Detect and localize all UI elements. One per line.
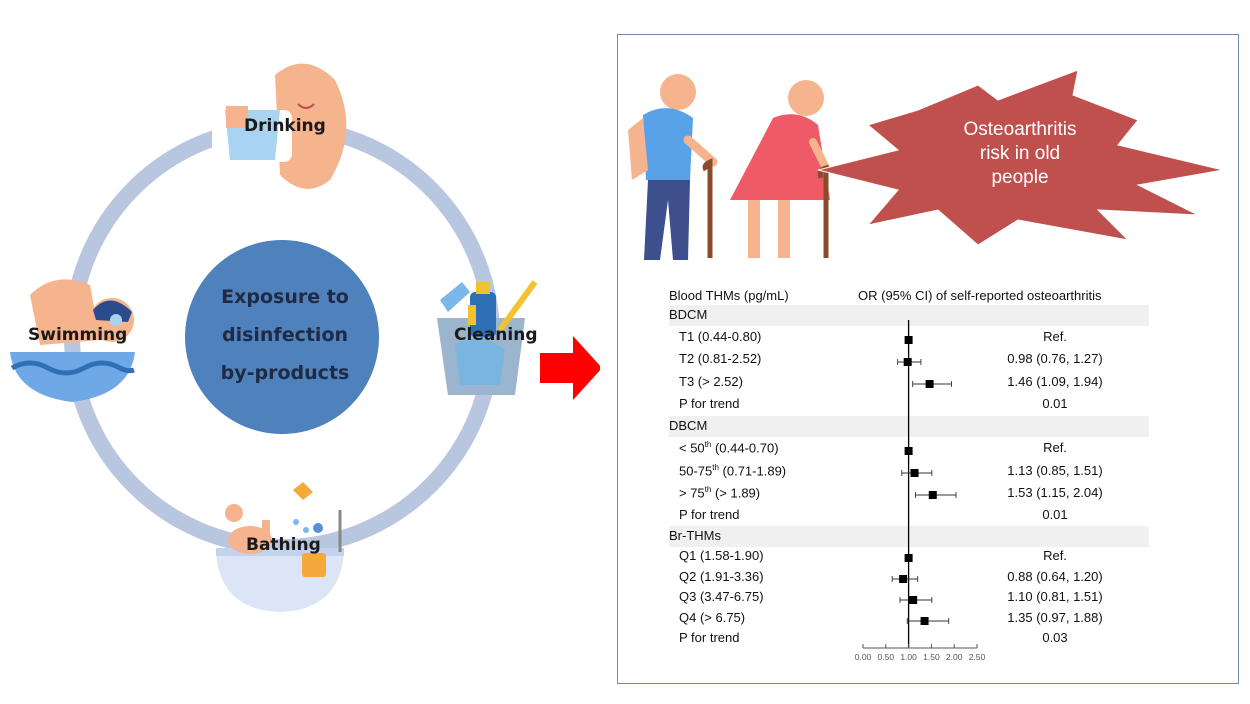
center-line-1: Exposure to [221,286,349,308]
x-tick-label: 1.50 [923,652,940,662]
group-name-dbcm: DBCM [669,418,708,433]
node-label-bathing: Bathing [246,535,321,555]
or-point [909,596,918,604]
center-line-2: disinfection [221,324,349,346]
row-label: > 75th (> 1.89) [679,485,761,501]
row-estimate: 0.88 (0.64, 1.20) [1007,569,1103,584]
or-point [903,358,912,366]
node-label-drinking: Drinking [244,116,326,136]
row-label: < 50th (0.44-0.70) [679,440,779,456]
row-label: P for trend [679,507,740,522]
results-panel [617,34,1239,684]
or-point [925,380,934,388]
bathing-icon [216,482,344,612]
col1-header: Blood THMs (pg/mL) [669,288,789,303]
group-name-brthms: Br-THMs [669,528,721,543]
burst-line-2: risk in old [979,143,1061,164]
row-estimate: 1.35 (0.97, 1.88) [1007,610,1103,625]
burst-text: Osteoarthritis risk in old people [930,118,1110,190]
burst-line-1: Osteoarthritis [963,119,1077,140]
or-point [899,575,908,583]
x-tick-label: 2.50 [969,652,986,662]
exposure-cycle [10,63,600,612]
row-estimate: 1.46 (1.09, 1.94) [1007,374,1103,389]
x-tick-label: 0.50 [878,652,895,662]
forest-plot: 0.00 0.50 1.00 1.50 2.00 2.50 [855,320,986,662]
row-label: Q3 (3.47-6.75) [679,589,764,604]
x-tick-label: 1.00 [900,652,917,662]
row-label: P for trend [679,630,740,645]
or-point [920,617,929,625]
row-label: P for trend [679,396,740,411]
center-circle [185,240,379,434]
row-label: Q4 (> 6.75) [679,610,746,625]
node-label-swimming: Swimming [28,325,128,345]
row-estimate: 1.53 (1.15, 2.04) [1007,485,1103,500]
elderly-woman-icon [730,80,830,258]
row-label: T1 (0.44-0.80) [679,329,762,344]
burst-shape [817,70,1224,246]
or-point [904,447,913,455]
row-estimate: 1.10 (0.81, 1.51) [1007,589,1103,604]
or-point [904,336,913,344]
row-label: 50-75th (0.71-1.89) [679,463,787,479]
node-label-cleaning: Cleaning [454,325,538,345]
swimming-icon [10,279,135,402]
elderly-man-icon [628,74,718,260]
x-tick-label: 0.00 [855,652,872,662]
row-label: Q1 (1.58-1.90) [679,548,764,563]
row-estimate: Ref. [1043,440,1067,455]
x-tick-label: 2.00 [946,652,963,662]
or-point [910,469,919,477]
cleaning-icon [437,280,538,395]
group-band-bdcm [669,305,1149,326]
row-estimate: 1.13 (0.85, 1.51) [1007,463,1103,478]
burst-line-3: people [991,167,1049,188]
row-estimate: Ref. [1043,329,1067,344]
row-label: Q2 (1.91-3.36) [679,569,764,584]
row-label: T3 (> 2.52) [679,374,743,389]
or-point [904,554,913,562]
row-estimate: 0.01 [1042,396,1068,411]
group-name-bdcm: BDCM [669,307,708,322]
center-text: Exposure to disinfection by-products [190,278,380,392]
center-line-3: by-products [220,362,350,384]
or-point [928,491,937,499]
panel-illustrations [628,70,1224,260]
row-estimate: 0.03 [1042,630,1068,645]
row-estimate: 0.98 (0.76, 1.27) [1007,351,1103,366]
right-arrow-icon [540,336,600,400]
row-estimate: 0.01 [1042,507,1068,522]
row-estimate: Ref. [1043,548,1067,563]
drinking-icon [212,63,347,189]
row-label: T2 (0.81-2.52) [679,351,762,366]
col2-header: OR (95% CI) of self-reported osteoarthri… [858,288,1102,303]
